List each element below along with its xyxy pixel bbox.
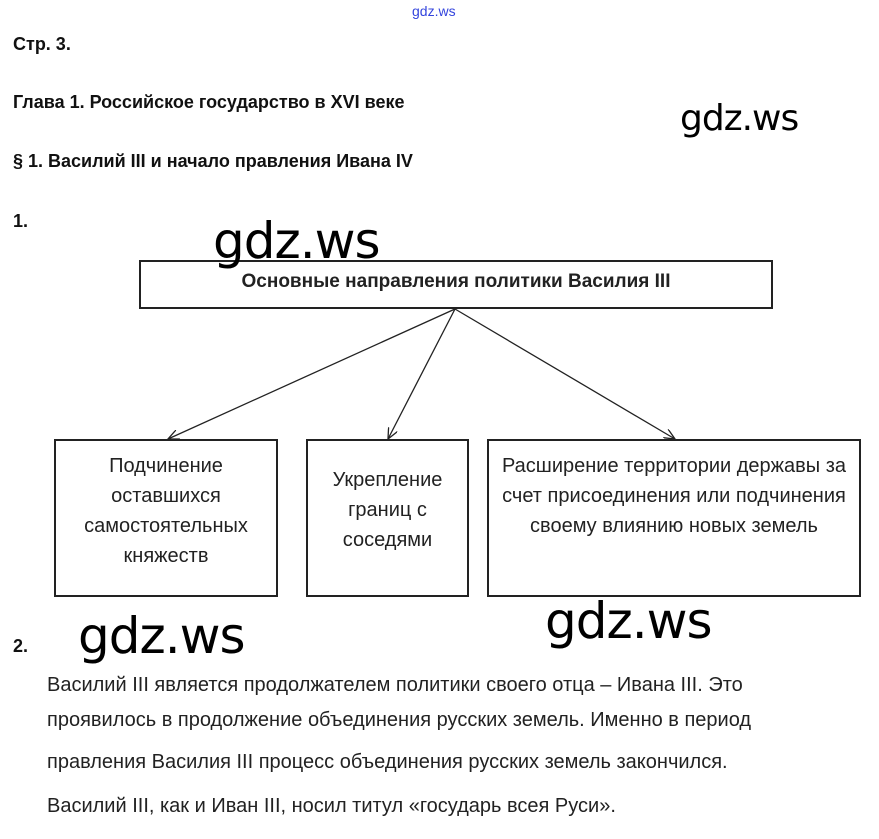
page-number: Стр. 3. [13,34,71,54]
task-1-number: 1. [13,211,29,231]
watermark: gdz.ws [545,592,713,650]
watermark: gdz.ws [213,212,381,270]
arrow-to-box-1 [168,308,456,439]
answer-line: Василий III является продолжателем полит… [47,674,743,696]
diagram-box-3: Расширение территории державы за счет пр… [487,439,861,597]
arrow-to-box-3 [454,308,675,439]
task-2-number: 2. [13,636,29,656]
section-title: § 1. Василий III и начало правления Иван… [13,151,413,171]
diagram-root-box: Основные направления политики Василия II… [139,260,773,309]
watermark-top-link[interactable]: gdz.ws [412,3,456,19]
answer-line: правления Василия III процесс объединени… [47,751,728,773]
arrow-to-box-2 [388,308,456,439]
diagram-box-2: Укрепление границ с соседями [306,439,469,597]
diagram-box-1: Подчинение оставшихся самостоятельных кн… [54,439,278,597]
chapter-title: Глава 1. Российское государство в XVI ве… [13,92,405,112]
answer-line: проявилось в продолжение объединения рус… [47,709,752,731]
watermark: gdz.ws [680,98,799,139]
watermark: gdz.ws [78,607,246,665]
answer-line: Василий III, как и Иван III, носил титул… [47,795,616,817]
